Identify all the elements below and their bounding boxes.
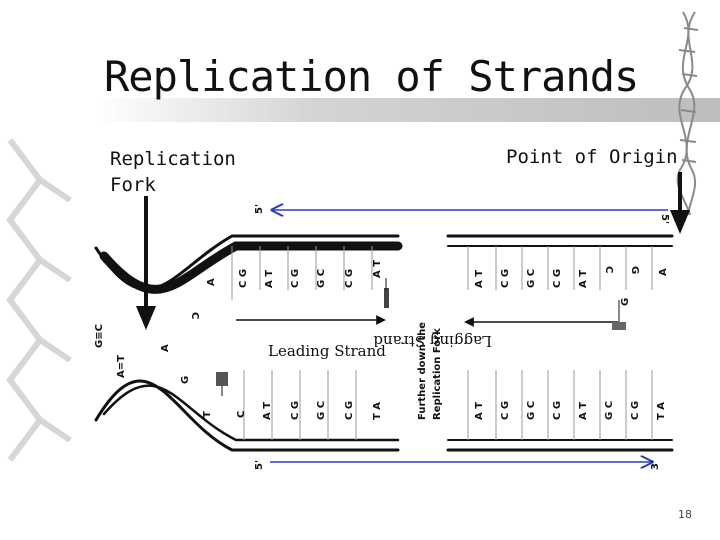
right-bottom-pair-3: G C [526,401,537,420]
right-top-pair-2: C G [500,269,511,288]
right-top-new-base: G [620,298,631,306]
right-top-pair-3: G C [526,269,537,288]
right-bottom-pair-7: C G [630,401,641,420]
leading-strand-label: Leading Strand [268,342,386,360]
left-top-pair-5: C G [344,269,355,288]
left-top-pair-6: A T [372,260,383,278]
parental-strands [94,234,674,452]
lagging-strand-label: Lagging Strand [373,332,492,350]
replication-fork-label-line2: Fork [110,174,156,196]
replication-fork-label: Replication Fork [110,146,236,198]
right-pair-grid [467,246,653,440]
fork-lower-base-1: G [180,376,191,384]
left-top-pairs: C G A T C G G C C G A T [238,260,383,288]
fork-upper-base-2: C [189,312,200,319]
lagging-strand-primer [612,322,626,330]
right-top-pair-6: C [603,266,614,273]
fork-outer-pair: G≡C [94,324,105,348]
left-top-pair-1: C G [238,269,249,288]
replication-fork-pointer-head [136,306,156,330]
left-bottom-pair-3: G C [316,401,327,420]
background-lattice [6,138,72,462]
leading-strand-primer [384,288,389,308]
left-top-pair-3: C G [290,269,301,288]
point-of-origin-label: Point of Origin [506,146,678,168]
left-bottom-pairs: A T C G G C C G T A [262,401,383,420]
fork-lower-base-2: T [202,411,213,418]
right-top-pair-8: A [658,268,669,276]
right-bottom-pair-4: C G [552,401,563,420]
title-underline-bar [96,98,720,122]
fork-inner-pair: A=T [116,355,127,378]
right-bottom-pair-2: C G [500,401,511,420]
right-top-pair-4: C G [552,269,563,288]
left-top-pair-2: A T [264,270,275,288]
bottom-right-end-label: 3' [650,460,661,470]
fork-upper-base-1: A [206,278,217,286]
left-pair-grid [231,246,373,440]
right-bottom-pair-8: T A [656,402,667,420]
further-down-label-line1: Further down the [417,322,428,420]
right-bottom-pair-1: A T [474,402,485,420]
bottom-left-end-label: 5' [254,460,265,470]
left-bottom-pair-4: C G [344,401,355,420]
top-right-end-label: 5' [659,214,670,224]
fork-bases: G≡C A=T A C A G T C [94,278,247,418]
left-bottom-pair-5: T A [372,402,383,420]
replication-fork-label-line1: Replication [110,148,236,170]
fork-primer-block [216,372,228,386]
right-bottom-pair-5: A T [578,402,589,420]
left-bottom-pair-2: C G [290,401,301,420]
slide-title: Replication of Strands [104,52,639,101]
right-top-pair-7: G [629,266,640,274]
right-top-pairs: A T C G G C C G A T C G A G [474,266,669,306]
right-bottom-pair-6: G C [604,401,615,420]
top-left-end-label: 5' [254,204,265,214]
right-top-pair-1: A T [474,270,485,288]
origin-pointer-head [670,210,690,234]
fork-lower-base-3: C [236,411,247,418]
right-top-pair-5: A T [578,270,589,288]
page-number: 18 [678,508,692,521]
left-top-pair-4: G C [316,269,327,288]
further-down-label-line2: Replication Fork [432,328,443,420]
right-bottom-pairs: A T C G G C C G A T G C C G T A [474,401,667,420]
fork-upper-base-3: A [160,344,171,352]
left-bottom-pair-1: A T [262,402,273,420]
